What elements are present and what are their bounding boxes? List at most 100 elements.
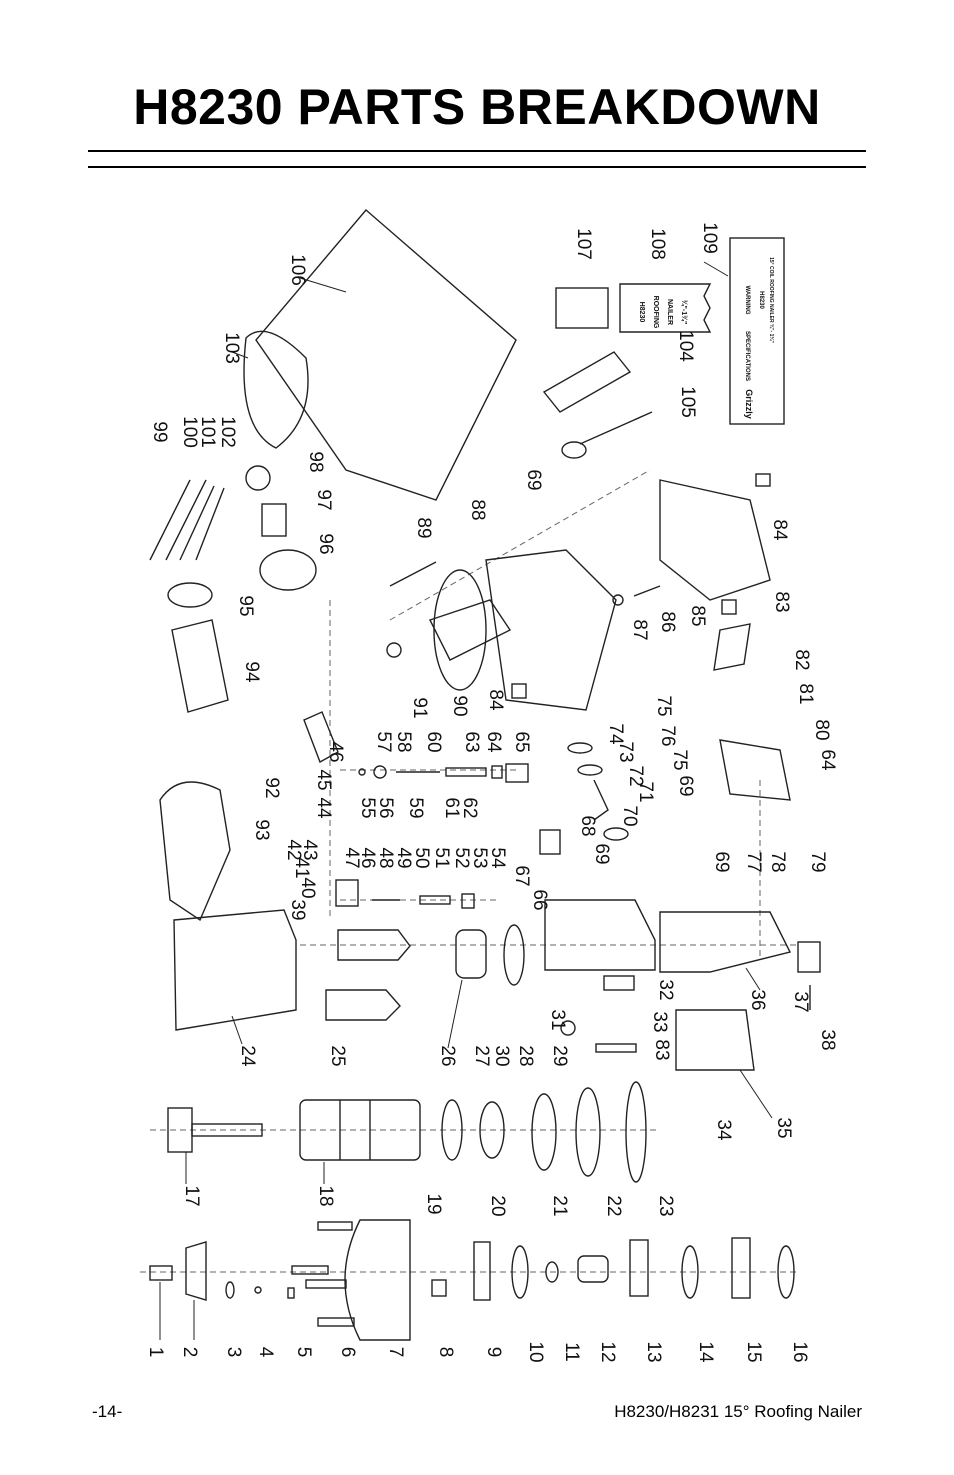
part-callout-31: 31	[547, 1009, 568, 1030]
part-callout-102: 102	[217, 416, 238, 448]
part-callout-57: 57	[373, 731, 394, 752]
part-callout-98: 98	[305, 451, 326, 472]
part-callout-22: 22	[603, 1195, 624, 1216]
page-number: -14-	[92, 1402, 123, 1421]
part-callout-82: 82	[791, 649, 812, 670]
part-callout-29: 29	[549, 1045, 570, 1066]
part-callout-68: 68	[577, 815, 598, 836]
part-callout-58: 58	[393, 731, 414, 752]
title-rule-top	[88, 150, 866, 152]
part-callout-105: 105	[677, 386, 698, 418]
plate-109-specs_title: SPECIFICATIONS	[744, 331, 750, 381]
part-callout-32: 32	[655, 979, 676, 1000]
part-callout-40: 40	[297, 877, 318, 898]
plate-109-text: Grizzly SPECIFICATIONS WARNING H8230 15° COI…	[744, 257, 775, 419]
part-callout-63: 63	[461, 731, 482, 752]
title-rule-bottom	[88, 166, 866, 168]
part-callout-56: 56	[375, 797, 396, 818]
part-callout-20: 20	[487, 1195, 508, 1216]
part-callout-69: 69	[523, 469, 544, 490]
part-callout-92: 92	[261, 777, 282, 798]
document-title: H8230/H8231 15° Roofing Nailer	[614, 1402, 862, 1421]
part-callout-67: 67	[511, 865, 532, 886]
part-callout-107: 107	[573, 228, 594, 260]
part-callout-61: 61	[441, 797, 462, 818]
part-callout-90: 90	[449, 695, 470, 716]
part-callout-9: 9	[483, 1347, 504, 1358]
part-callout-93: 93	[251, 819, 272, 840]
part-callout-71: 71	[635, 781, 656, 802]
part-callout-106: 106	[287, 254, 308, 286]
part-callout-69: 69	[675, 775, 696, 796]
part-callout-62: 62	[459, 797, 480, 818]
part-callout-66: 66	[529, 889, 550, 910]
part-callout-85: 85	[687, 605, 708, 626]
plate-109-model_line: 15° COIL ROOFING NAILER ¾"- 1¾"	[768, 257, 775, 343]
part-callout-108: 108	[647, 228, 668, 260]
part-callout-2: 2	[179, 1347, 200, 1358]
row-cylinder-parts	[167, 1081, 647, 1183]
part-callout-19: 19	[423, 1193, 444, 1214]
plate-109-warning: WARNING	[744, 286, 750, 315]
upper-parts	[149, 209, 791, 801]
part-callout-26: 26	[437, 1045, 458, 1066]
part-callout-80: 80	[811, 719, 832, 740]
part-callout-81: 81	[795, 683, 816, 704]
part-callout-109: 109	[699, 222, 720, 254]
part-callout-46: 46	[325, 741, 346, 762]
part-callout-52: 52	[451, 847, 472, 868]
part-callout-73: 73	[615, 741, 636, 762]
part-callout-15: 15	[743, 1341, 764, 1362]
row-bottom-parts	[149, 1219, 795, 1341]
part-callout-45: 45	[313, 769, 334, 790]
sticker-108-line: NAILER	[666, 299, 673, 325]
part-callout-75: 75	[653, 695, 674, 716]
part-callout-46: 46	[357, 847, 378, 868]
part-callout-6: 6	[337, 1347, 358, 1358]
part-callout-25: 25	[327, 1045, 348, 1066]
part-callout-60: 60	[423, 731, 444, 752]
part-callout-59: 59	[405, 797, 426, 818]
part-callout-103: 103	[221, 332, 242, 364]
part-callout-42: 42	[283, 839, 304, 860]
part-callout-37: 37	[790, 991, 811, 1012]
part-callout-64: 64	[483, 731, 504, 753]
part-callout-76: 76	[657, 725, 678, 746]
plate-109-model: H8230	[758, 291, 764, 309]
part-callout-84: 84	[485, 689, 506, 711]
part-callout-74: 74	[605, 723, 626, 745]
part-callout-28: 28	[515, 1045, 536, 1066]
part-callout-17: 17	[181, 1185, 202, 1206]
part-callout-69: 69	[591, 843, 612, 864]
part-callout-86: 86	[657, 611, 678, 632]
part-callout-11: 11	[561, 1342, 582, 1362]
part-callout-75: 75	[669, 749, 690, 770]
part-callout-23: 23	[655, 1195, 676, 1216]
part-callout-77: 77	[743, 851, 764, 872]
part-callout-44: 44	[313, 797, 334, 819]
part-callout-30: 30	[491, 1045, 512, 1066]
part-callout-87: 87	[629, 619, 650, 640]
part-callout-8: 8	[435, 1347, 456, 1358]
part-callout-104: 104	[675, 330, 696, 362]
part-callout-70: 70	[619, 805, 640, 826]
part-callout-36: 36	[747, 989, 768, 1010]
part-callout-99: 99	[149, 421, 170, 442]
part-callout-18: 18	[315, 1185, 336, 1206]
valve-parts	[335, 742, 629, 909]
row-housing-parts	[159, 781, 821, 1071]
plate-109-brand: Grizzly	[744, 389, 754, 419]
part-callout-89: 89	[413, 517, 434, 538]
part-callout-34: 34	[713, 1119, 734, 1141]
part-callout-88: 88	[467, 499, 488, 520]
part-callout-12: 12	[597, 1341, 618, 1362]
part-callout-47: 47	[341, 847, 362, 868]
part-callout-100: 100	[179, 416, 200, 448]
part-callout-33: 33	[649, 1011, 670, 1032]
part-callout-38: 38	[817, 1029, 838, 1050]
part-callout-96: 96	[315, 533, 336, 554]
part-callout-24: 24	[237, 1045, 258, 1067]
